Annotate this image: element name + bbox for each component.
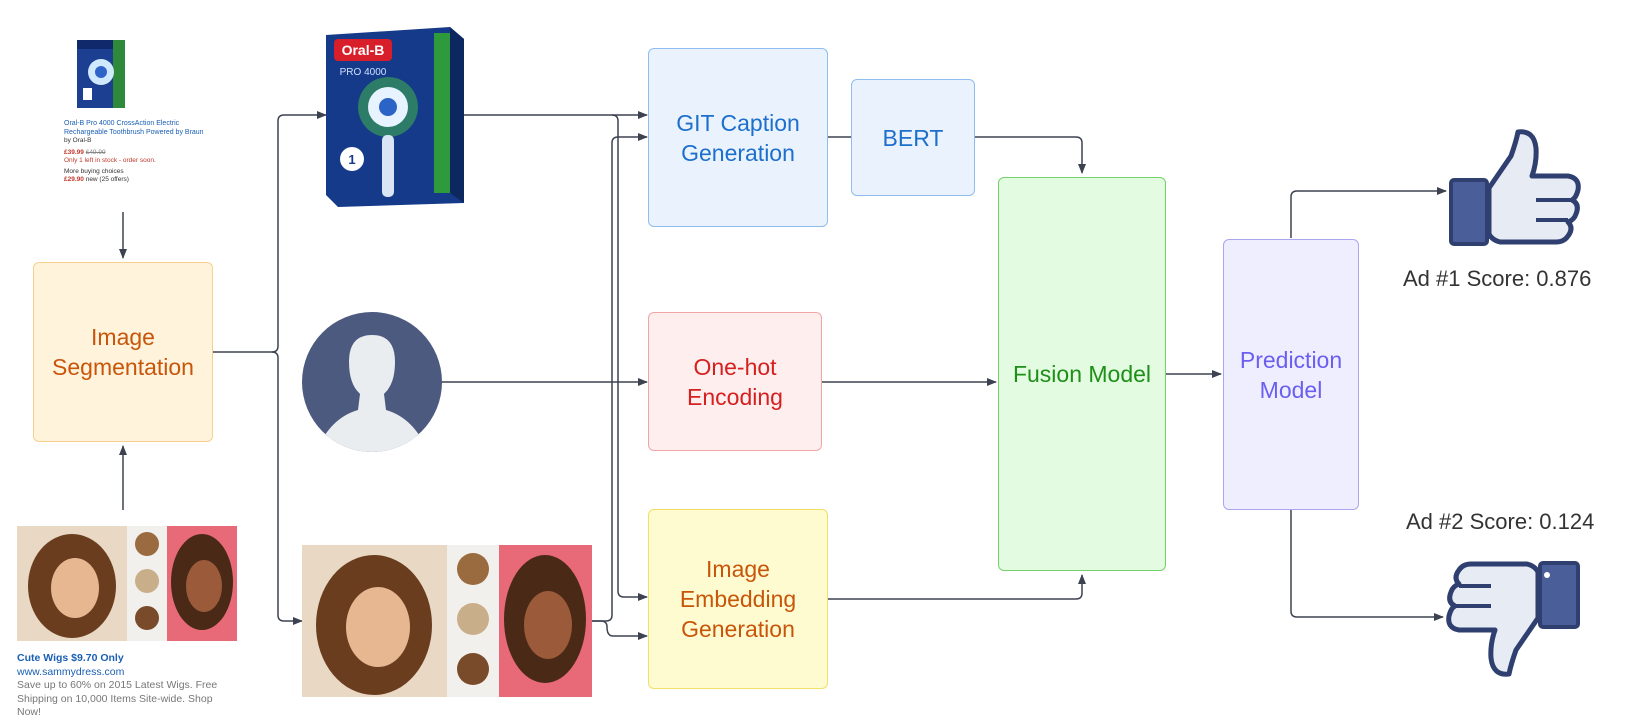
toothbrush-box-image: Oral-B PRO 4000 1: [326, 27, 464, 207]
toothbrush-box-image: [77, 40, 125, 108]
git-caption-box[interactable]: GIT Caption Generation: [648, 48, 828, 227]
ad1-price: £39.99: [64, 149, 84, 156]
edge-product-to-embed: [611, 114, 648, 601]
ad2-image: [17, 526, 237, 641]
image-segmentation-box[interactable]: Image Segmentation: [33, 262, 213, 442]
ad1-score: Ad #1 Score: 0.876: [1403, 266, 1592, 291]
fusion-model-box[interactable]: Fusion Model: [998, 177, 1166, 571]
wig-collage-image: [17, 526, 237, 641]
user-avatar-icon: [302, 312, 442, 452]
ad2-desc: Save up to 60% on 2015 Latest Wigs. Free…: [17, 679, 218, 718]
ad1-by: by Oral-B: [64, 137, 92, 144]
product-image: Oral-B PRO 4000 1: [322, 25, 466, 207]
ad1-old-price: £49.99: [85, 149, 106, 156]
user-avatar: [302, 312, 442, 452]
ad1-more: More buying choices: [64, 168, 124, 175]
product-brand: Oral-B: [342, 42, 385, 58]
edge-prediction-to-down: [1290, 510, 1444, 621]
edge-prediction-to-up: [1290, 187, 1447, 238]
ad1-title[interactable]: Oral-B Pro 4000 CrossAction Electric Rec…: [64, 120, 204, 136]
edge-seg-to-wigs: [271, 351, 303, 625]
ad2-title[interactable]: Cute Wigs $9.70 Only: [17, 652, 124, 664]
ad1-offer-note: new (25 offers): [85, 176, 129, 183]
product-model: PRO 4000: [340, 67, 387, 78]
edge-bert-to-fusion: [975, 136, 1086, 174]
ad1-offer-price: £29.90: [64, 176, 84, 183]
ad1-listing: Oral-B Pro 4000 CrossAction Electric Rec…: [64, 119, 204, 184]
ad2-score: Ad #2 Score: 0.124: [1406, 509, 1595, 534]
one-hot-encoding-box[interactable]: One-hot Encoding: [648, 312, 822, 451]
edge-wigs-to-git: [592, 133, 648, 622]
bert-box[interactable]: BERT: [851, 79, 975, 196]
ad2-text: Cute Wigs $9.70 Only www.sammydress.com …: [17, 652, 237, 720]
thumbs-up-icon: [1449, 129, 1581, 246]
thumbs-down-icon: [1446, 561, 1580, 677]
ad1-thumbnail: [73, 38, 129, 110]
thumbs-up: [1448, 128, 1583, 248]
wig-image: [302, 545, 592, 697]
thumbs-down: [1443, 560, 1581, 680]
ad1-stock: Only 1 left in stock - order soon.: [64, 157, 156, 164]
edge-wigs-to-embed: [592, 620, 648, 640]
ad2-url[interactable]: www.sammydress.com: [17, 665, 125, 678]
prediction-model-box[interactable]: Prediction Model: [1223, 239, 1359, 510]
svg-text:1: 1: [348, 152, 355, 167]
edge-embed-to-fusion: [828, 574, 1086, 600]
wig-collage-image: [302, 545, 592, 697]
image-embedding-box[interactable]: Image Embedding Generation: [648, 509, 828, 689]
